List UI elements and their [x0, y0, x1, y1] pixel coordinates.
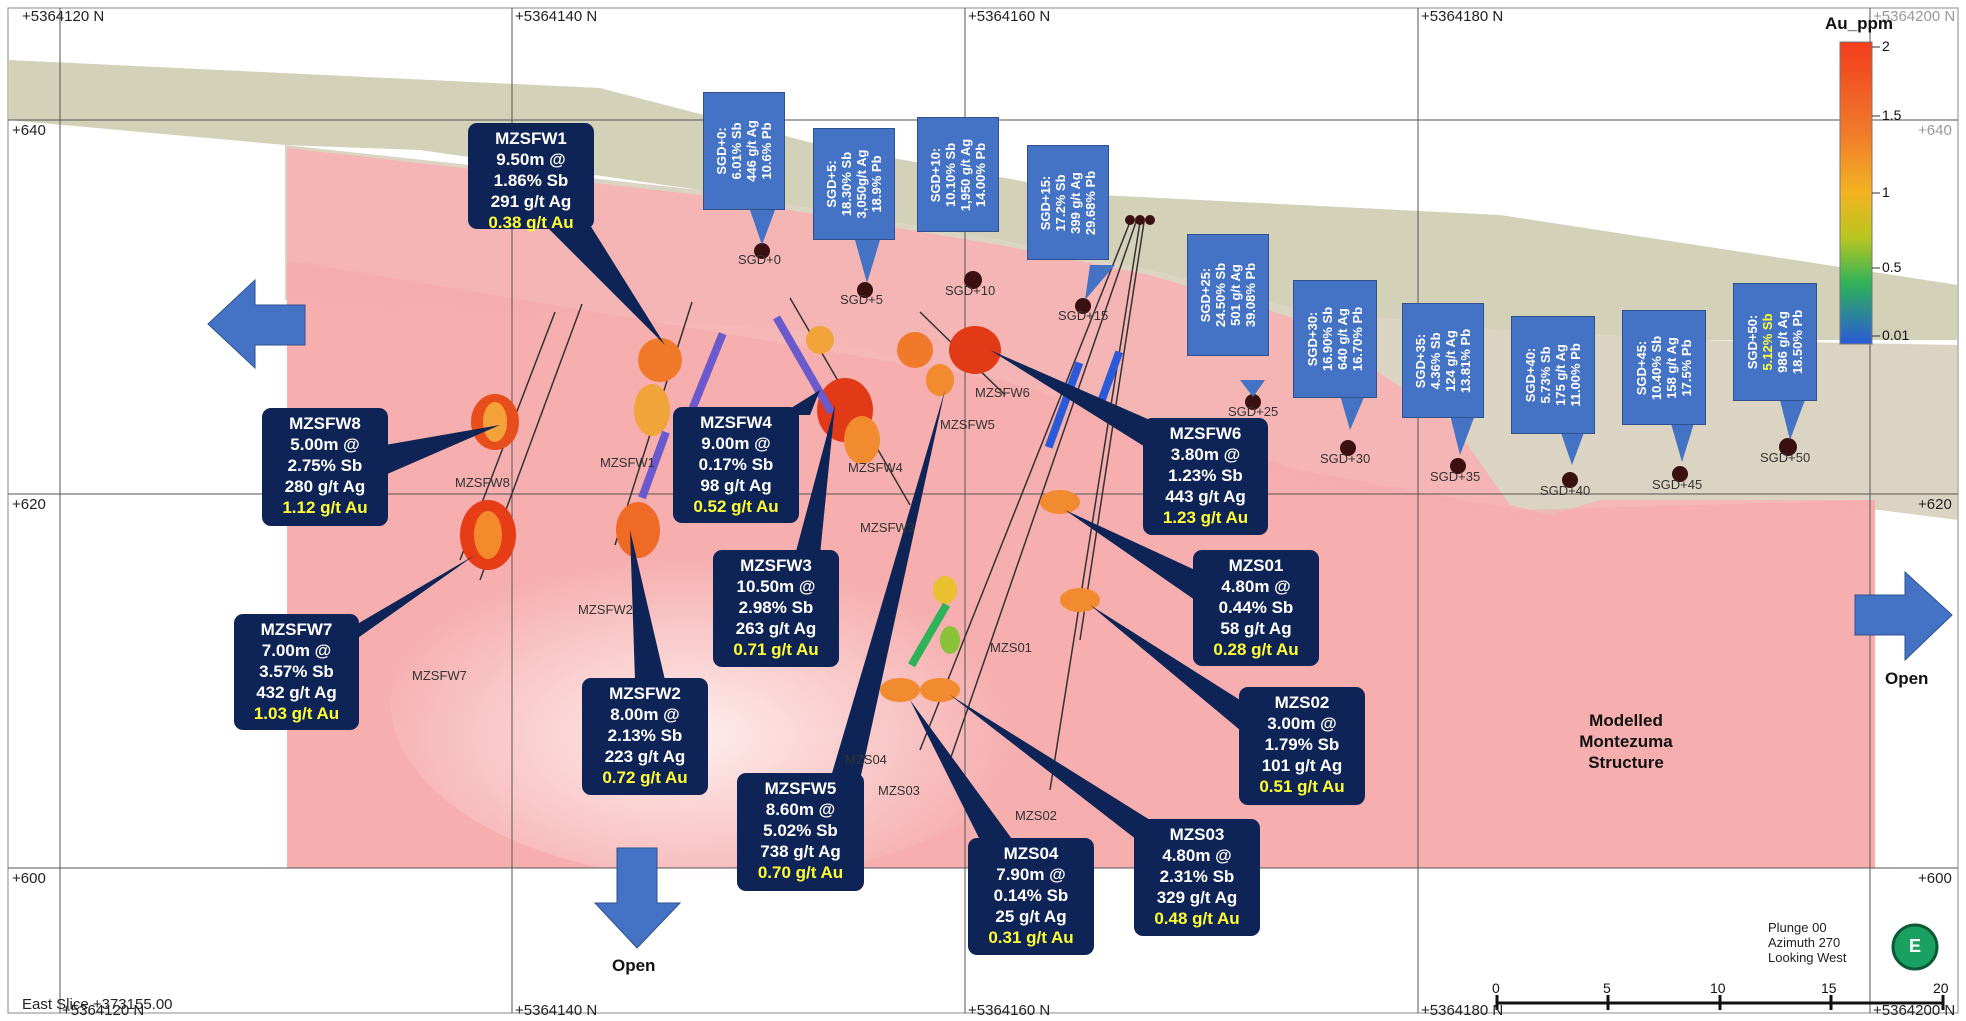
sample-point-label: SGD+10 [945, 283, 996, 298]
drill-hole-label: MZSFW7 [412, 668, 467, 683]
grid-label-left-1: +640 [12, 122, 46, 139]
grid-label-right-3: +600 [1918, 870, 1952, 887]
grid-label-bottom-4: +5364180 N [1421, 1002, 1504, 1019]
drill-hole-label: MZS01 [990, 640, 1032, 655]
arrow-right [1854, 570, 1953, 662]
grid-label-top-2: +5364140 N [515, 8, 598, 25]
drill-hole-label: MZS02 [1015, 808, 1057, 823]
grid-label-right-2: +620 [1918, 496, 1952, 513]
grid-label-top-5: +5364200 N [1873, 8, 1956, 25]
grid-label-top-4: +5364180 N [1421, 8, 1504, 25]
legend-tick: 0.5 [1882, 259, 1902, 275]
drill-hole-label: MZS03 [878, 783, 920, 798]
legend-tick: 1.5 [1882, 107, 1902, 123]
grid-label-bottom-1: +5364120 N [62, 1002, 145, 1019]
legend-tick: 0.01 [1882, 327, 1910, 343]
legend-color-bar [1839, 41, 1873, 345]
open-label-bottom: Open [612, 956, 656, 975]
scale-tick-label: 20 [1933, 980, 1949, 996]
east-slice-label: East Slice +373155.00 [22, 996, 173, 1013]
drill-hole-label: MZSFW6 [975, 385, 1030, 400]
legend-tick: 1 [1882, 184, 1890, 200]
drill-hole-label: MZS04 [845, 752, 887, 767]
legend-tick: 2 [1882, 38, 1890, 54]
compass-letter: E [1908, 936, 1921, 956]
callout-pointers [330, 225, 1240, 850]
drill-hole-label: MZSFW3 [860, 520, 915, 535]
arrow-left [207, 278, 306, 370]
grid-label-bottom-5: +5364200 N [1873, 1002, 1956, 1019]
drill-hole-label: MZSFW5 [940, 417, 995, 432]
drill-hole-label: MZSFW8 [455, 475, 510, 490]
grid-label-bottom-3: +5364160 N [968, 1002, 1051, 1019]
grid-label-bottom-2: +5364140 N [515, 1002, 598, 1019]
sample-point-label: SGD+5 [840, 292, 883, 307]
sample-point-label: SGD+0 [738, 252, 781, 267]
scale-tick-label: 10 [1710, 980, 1726, 996]
legend-title: Au_ppm [1825, 14, 1893, 33]
drill-hole-label: MZSFW4 [848, 460, 903, 475]
sample-point-label: SGD+45 [1652, 477, 1703, 492]
arrow-down [593, 847, 682, 949]
scale-tick-label: 5 [1603, 980, 1611, 996]
grid-label-right-1: +640 [1918, 122, 1952, 139]
sample-point-label: SGD+30 [1320, 451, 1371, 466]
grid-label-top-1: +5364120 N [22, 8, 105, 25]
grid-label-left-3: +600 [12, 870, 46, 887]
drill-hole-label: MZSFW2 [578, 602, 633, 617]
sample-point-label: SGD+40 [1540, 483, 1591, 498]
grid-label-left-2: +620 [12, 496, 46, 513]
sample-box-pointers [750, 210, 1805, 465]
grid-label-top-3: +5364160 N [968, 8, 1051, 25]
surface-sample-points [754, 215, 1797, 488]
open-arrows [207, 278, 1953, 949]
assay-intercepts [460, 315, 1124, 702]
scale-tick-label: 0 [1492, 980, 1500, 996]
compass-icon [1891, 923, 1939, 971]
sample-point-label: SGD+35 [1430, 469, 1481, 484]
sample-point-label: SGD+50 [1760, 450, 1811, 465]
drill-hole-label: MZSFW1 [600, 455, 655, 470]
sample-point-label: SGD+15 [1058, 308, 1109, 323]
sample-point-label: SGD+25 [1228, 404, 1279, 419]
scale-bar [1495, 995, 1945, 1010]
open-label-right: Open [1885, 669, 1929, 688]
scale-tick-label: 15 [1821, 980, 1837, 996]
